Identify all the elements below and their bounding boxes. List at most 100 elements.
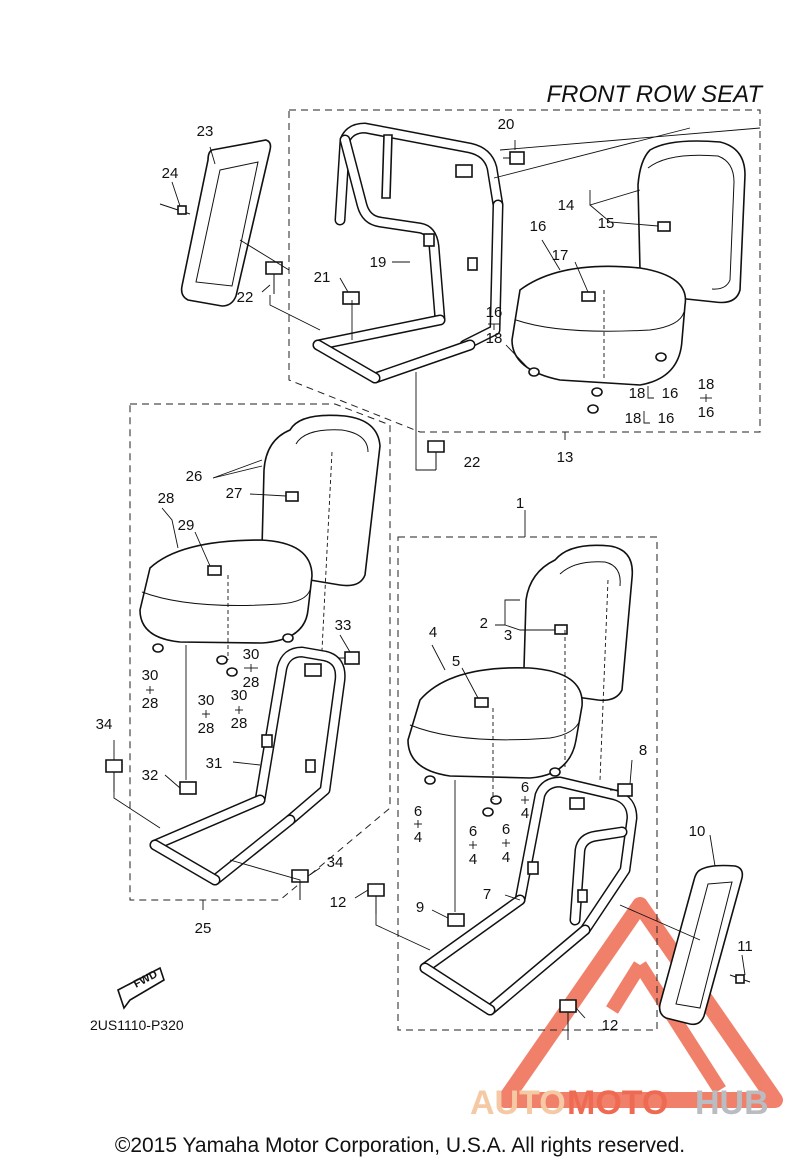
callout-6c: 6	[502, 821, 510, 838]
nut-32	[179, 781, 197, 795]
nut-9	[447, 913, 465, 927]
callout-21: 21	[314, 269, 331, 286]
callout-30a: 30	[142, 667, 159, 684]
callout-14: 14	[558, 197, 575, 214]
seat-frame-7	[419, 776, 638, 1016]
callout-4d: 4	[521, 805, 529, 822]
diagram-code: 2US1110-P320	[90, 1017, 184, 1033]
side-panel-10	[658, 864, 744, 1026]
bumpers-left	[152, 633, 294, 677]
callout-30d: 30	[243, 646, 260, 663]
group-box-1	[397, 536, 658, 1031]
callout-34b: 34	[327, 854, 344, 871]
callout-27: 27	[226, 485, 243, 502]
seat-frame-31	[149, 646, 346, 886]
seat-back-2	[523, 544, 634, 702]
callout-7: 7	[483, 886, 491, 903]
bolt-12-left	[367, 883, 385, 914]
bumpers-top	[528, 352, 667, 414]
callout-4b: 4	[469, 851, 477, 868]
callout-30b: 30	[198, 692, 215, 709]
seat-back-14	[637, 140, 746, 304]
callout-13: 13	[557, 449, 574, 466]
callout-4: 4	[429, 624, 437, 641]
callout-22a: 22	[237, 289, 254, 306]
callout-28: 28	[158, 490, 175, 507]
watermark-moto: MOTO	[567, 1084, 668, 1122]
group-box-13	[288, 109, 761, 433]
callout-28a: 28	[142, 695, 159, 712]
copyright-notice: ©2015 Yamaha Motor Corporation, U.S.A. A…	[115, 1134, 685, 1157]
callout-6a: 6	[414, 803, 422, 820]
diagram-title: FRONT ROW SEAT	[546, 81, 764, 108]
side-panel-23	[180, 139, 272, 307]
bolt-33	[338, 651, 360, 665]
callout-22b: 22	[464, 454, 481, 471]
group-box-25	[129, 403, 391, 901]
callout-33: 33	[335, 617, 352, 634]
callout-16a: 16	[486, 304, 503, 321]
callout-labels: 1 2 3 4 5 6 4 6 4 6 4 6 4 7 8 9 10 11 12…	[96, 116, 753, 1034]
callout-25: 25	[195, 920, 212, 937]
callout-28c: 28	[231, 715, 248, 732]
callout-16: 16	[530, 218, 547, 235]
bolt-8	[610, 783, 633, 797]
callout-5: 5	[452, 653, 460, 670]
screw-11	[729, 974, 751, 984]
callout-28b: 28	[198, 720, 215, 737]
callout-17: 17	[552, 247, 569, 264]
callout-28d: 28	[243, 674, 260, 691]
callout-4a: 4	[414, 829, 422, 846]
callout-4c: 4	[502, 849, 510, 866]
bolt-22-top	[265, 261, 283, 294]
callout-18d: 18	[625, 410, 642, 427]
callout-34a: 34	[96, 716, 113, 733]
callout-29: 29	[178, 517, 195, 534]
bolt-12-bottom	[559, 999, 577, 1030]
callout-6d: 6	[521, 779, 529, 796]
callout-9: 9	[416, 899, 424, 916]
bolt-20	[503, 151, 525, 165]
callout-16c: 16	[698, 404, 715, 421]
callout-31: 31	[206, 755, 223, 772]
callout-8: 8	[639, 742, 647, 759]
callout-16d: 16	[658, 410, 675, 427]
callout-18b: 18	[629, 385, 646, 402]
fwd-arrow-icon: FWD	[117, 966, 165, 1010]
seat-cushion-4	[407, 666, 583, 779]
bolt-22-bottom	[427, 440, 445, 470]
screw-24	[159, 203, 191, 215]
watermark-text: AUTO MOTO HUB	[470, 1084, 769, 1122]
bolt-34-left	[105, 759, 123, 792]
callout-18a: 18	[486, 330, 503, 347]
callout-19: 19	[370, 254, 387, 271]
seat-frame-19	[312, 122, 504, 384]
callout-16b: 16	[662, 385, 679, 402]
callout-12b: 12	[602, 1017, 619, 1034]
callout-3: 3	[504, 627, 512, 644]
callout-12a: 12	[330, 894, 347, 911]
callout-11: 11	[737, 938, 753, 955]
callout-23: 23	[197, 123, 214, 140]
callout-20: 20	[498, 116, 515, 133]
watermark-hub: HUB	[695, 1084, 769, 1122]
callout-24: 24	[162, 165, 179, 182]
seat-cushion-16	[511, 265, 687, 386]
leader-lines	[113, 127, 761, 1040]
callout-brackets	[146, 323, 712, 849]
callout-26: 26	[186, 468, 203, 485]
callout-15: 15	[598, 215, 615, 232]
seat-back-26	[261, 414, 381, 587]
callout-6b: 6	[469, 823, 477, 840]
callout-32: 32	[142, 767, 159, 784]
callout-18c: 18	[698, 376, 715, 393]
callout-2: 2	[480, 615, 488, 632]
callout-30c: 30	[231, 687, 248, 704]
bumpers-right	[424, 767, 561, 817]
nut-21	[342, 291, 360, 305]
watermark-triangle-logo	[497, 897, 783, 1108]
seat-cushion-28	[139, 539, 313, 644]
watermark-auto: AUTO	[470, 1084, 566, 1122]
